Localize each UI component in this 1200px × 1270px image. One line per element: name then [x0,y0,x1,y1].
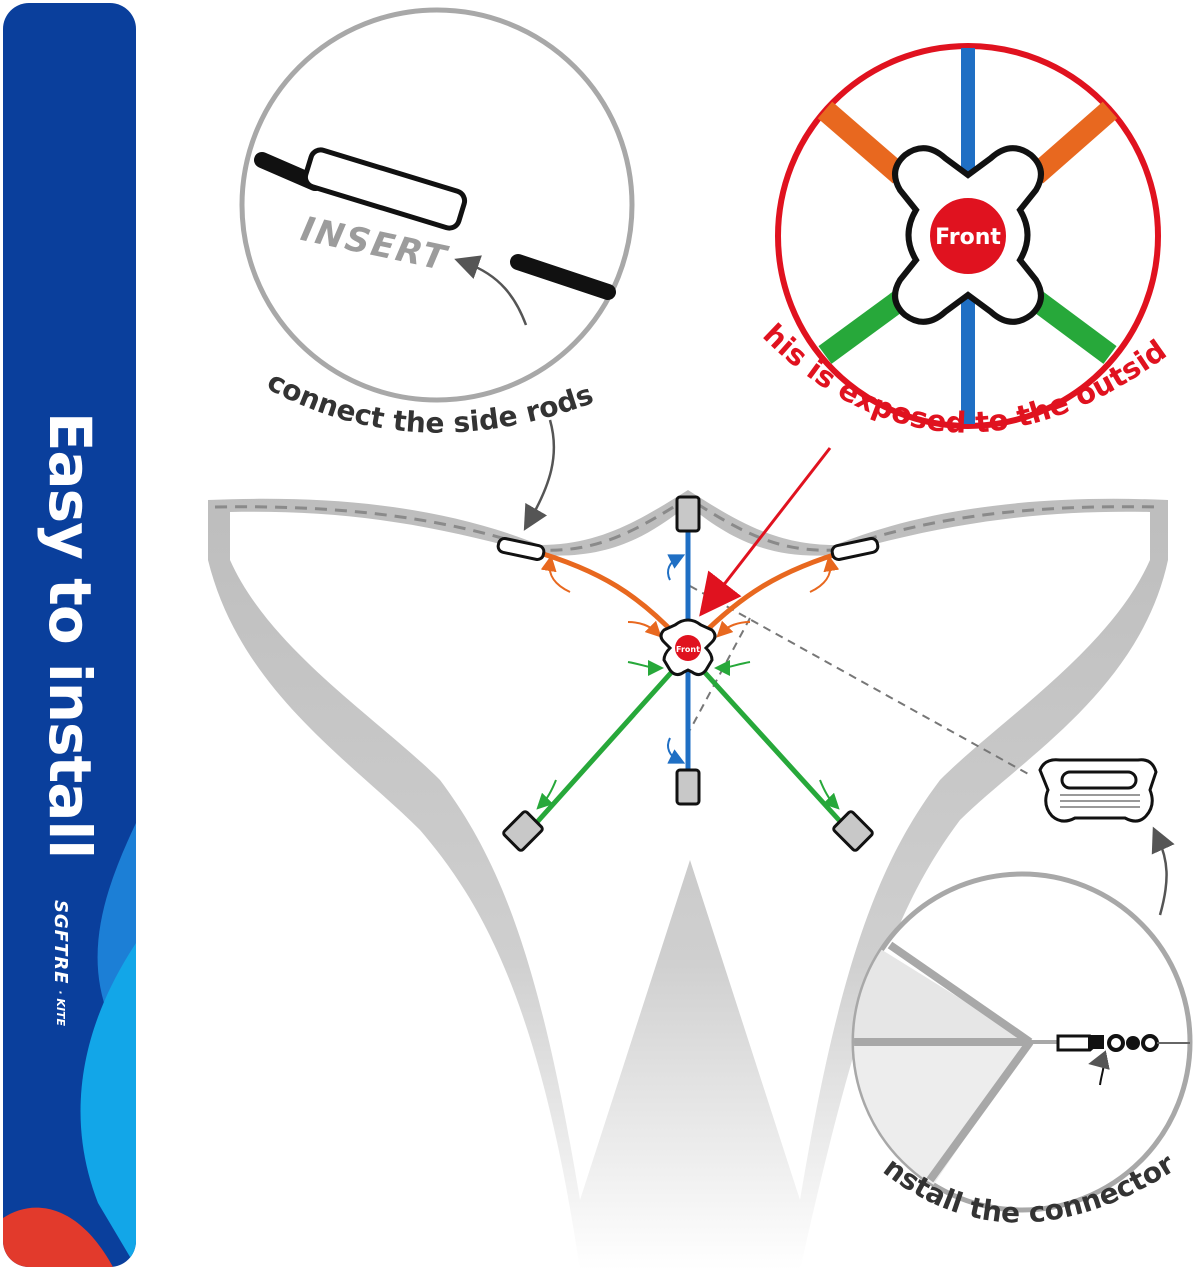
banner-wave-cyan [80,943,136,1267]
front-badge: Front [935,225,1001,250]
spar-caps [496,495,880,852]
connect-arrow [523,419,556,531]
warning-arrow [699,447,832,617]
bridle-connector [1038,758,1158,823]
center-connector: Front [659,618,717,677]
center-front-label: Front [676,645,700,654]
lower-left-spar [528,663,680,832]
side-banner: Easy to install SGFTRE · KITE [3,3,136,1267]
right-side-sleeve [830,536,880,562]
center-front-dot [675,635,701,661]
direction-arrows [536,554,840,810]
banner-waves [3,823,136,1267]
lower-left-cap [502,810,544,852]
banner-wave-red [3,1207,113,1267]
spine-bottom-cap [675,768,701,806]
insert-callout: INSERT [239,7,635,403]
lower-right-cap [832,810,874,852]
install-callout [851,871,1193,1213]
front-callout: Front [775,43,1161,429]
spine-top-cap [675,495,701,533]
install-arrow [1151,826,1175,916]
left-side-sleeve [496,536,546,562]
